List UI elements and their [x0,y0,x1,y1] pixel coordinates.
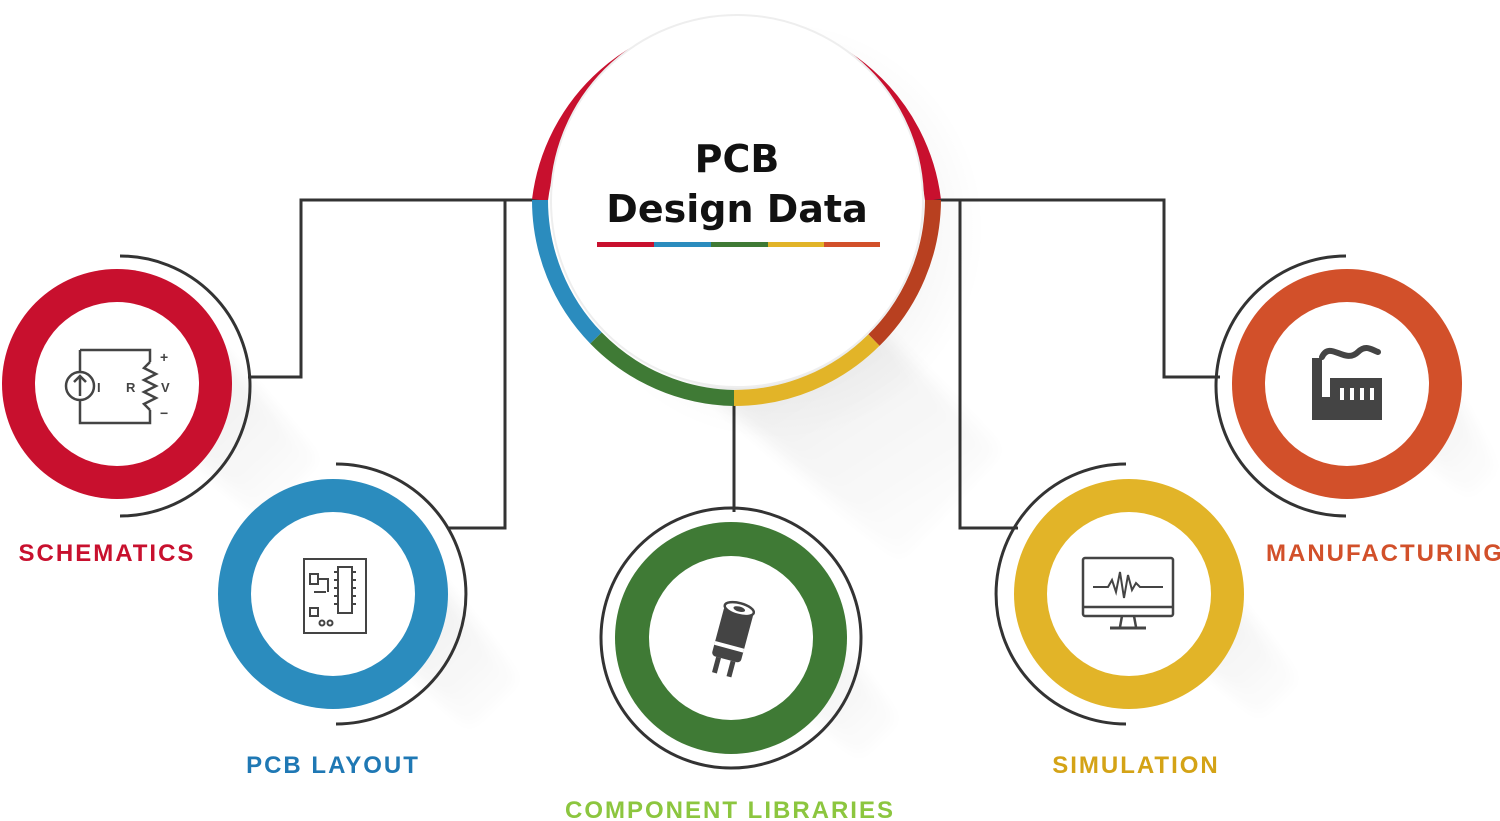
node-label-simulation: SIMULATION [1052,752,1220,779]
center-color-bar [597,242,880,247]
schematic-circuit-icon [64,348,159,425]
outer-arc [119,254,252,518]
circuit-board-icon [303,558,367,634]
node-label-component-libraries: COMPONENT LIBRARIES [565,797,895,821]
outer-arc [335,462,468,726]
factory-icon [1312,344,1382,420]
connector-pcb-layout [449,200,507,530]
node-pcb-layout: PCB LAYOUT [218,462,520,779]
node-manufacturing: MANUFACTURING [1214,254,1500,567]
outer-arc [1214,254,1347,518]
center-title-line2: Design Data [606,187,867,231]
schematic-label-v: V [161,380,172,395]
capacitor-icon [712,600,756,678]
central-node: PCB Design Data [532,14,1000,560]
schematic-label-i: I [97,380,103,395]
connector-schematics [248,198,540,379]
node-schematics: I R V + − SCHEMATICS [2,254,320,567]
schematic-label-r: R [126,380,137,395]
connector-manufacturing [930,198,1220,379]
node-label-pcb-layout: PCB LAYOUT [246,752,420,779]
ring-segment-blue [532,199,602,344]
ring-segment-green [590,332,735,406]
schematic-label-plus: + [160,349,170,365]
outer-arc [994,462,1127,726]
node-simulation: SIMULATION [994,462,1300,779]
node-component-libraries: COMPONENT LIBRARIES [565,506,900,821]
node-label-manufacturing: MANUFACTURING [1266,540,1500,567]
ring-segment-yellow [733,334,880,406]
ring-segment-orange [868,199,941,346]
outer-ring [599,506,863,770]
monitor-waveform-icon [1081,556,1175,630]
node-label-schematics: SCHEMATICS [19,540,196,567]
center-title-line1: PCB [695,137,780,181]
schematic-label-minus: − [160,405,170,421]
